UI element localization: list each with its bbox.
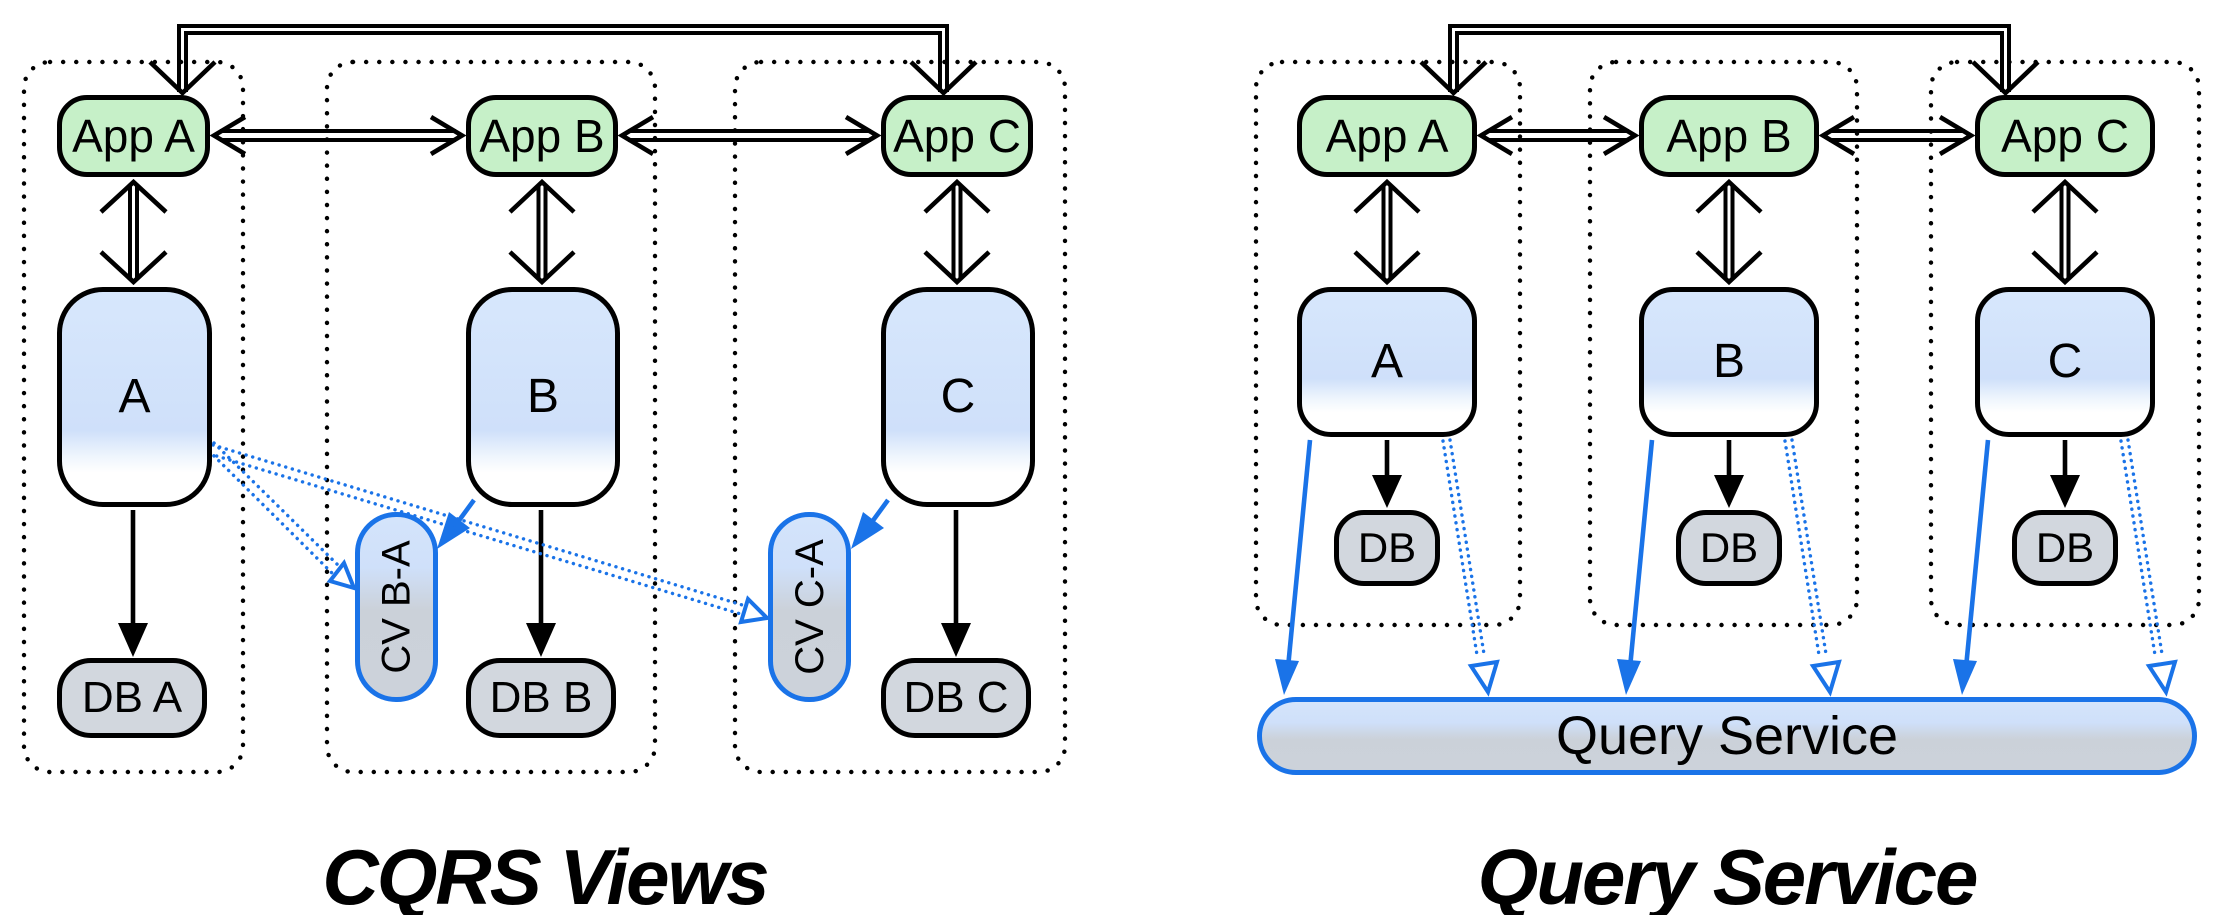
right-diagram-title: Query Service bbox=[1477, 833, 1979, 915]
right-group-a-dotted-border bbox=[1253, 59, 1523, 628]
left-app-c-service-c-arrow bbox=[923, 178, 991, 286]
change-view-b-a-label: CV B-A bbox=[374, 540, 419, 674]
right-service-a-db-arrow bbox=[1372, 440, 1402, 508]
right-service-c-node: C bbox=[1975, 287, 2155, 437]
right-top-loop-arrow bbox=[1419, 24, 2040, 97]
left-db-c-node: DB C bbox=[881, 658, 1031, 738]
right-service-a-query-dotted-arrow bbox=[1441, 438, 1500, 697]
left-service-b-db-arrow bbox=[526, 510, 556, 657]
right-app-c-node: App C bbox=[1975, 95, 2155, 177]
left-diagram-title: CQRS Views bbox=[322, 833, 769, 915]
left-service-a-node: A bbox=[57, 287, 212, 507]
left-db-b-node: DB B bbox=[466, 658, 616, 738]
query-service-bar: Query Service bbox=[1257, 697, 2197, 775]
left-app-b-service-b-arrow bbox=[508, 178, 576, 286]
right-service-c-db-arrow bbox=[2050, 440, 2080, 508]
left-service-c-to-cv-arrow bbox=[851, 498, 890, 549]
right-group-c-dotted-border bbox=[1928, 59, 2202, 628]
left-group-c-dotted-border bbox=[732, 59, 1068, 775]
right-app-c-service-c-arrow bbox=[2031, 178, 2099, 286]
right-group-b-dotted-border bbox=[1587, 59, 1860, 628]
right-service-c-to-query-arrow bbox=[1953, 439, 1991, 695]
left-service-c-node: C bbox=[881, 287, 1035, 507]
left-change-view-c-a-node: CV C-A bbox=[768, 512, 851, 702]
right-app-b-node: App B bbox=[1639, 95, 1819, 177]
left-app-a-service-a-arrow bbox=[99, 178, 168, 286]
right-app-a-app-b-arrow bbox=[1476, 115, 1640, 156]
right-service-a-to-query-arrow bbox=[1275, 439, 1313, 695]
right-db-a-node: DB bbox=[1334, 510, 1440, 586]
right-service-a-node: A bbox=[1297, 287, 1477, 437]
left-service-c-db-arrow bbox=[941, 510, 971, 657]
left-db-a-node: DB A bbox=[57, 658, 207, 738]
right-app-a-node: App A bbox=[1297, 95, 1477, 177]
right-service-b-db-arrow bbox=[1714, 440, 1744, 508]
right-service-b-query-dotted-arrow bbox=[1783, 438, 1842, 697]
right-app-a-service-a-arrow bbox=[1353, 178, 1421, 286]
left-change-view-b-a-node: CV B-A bbox=[355, 512, 438, 702]
left-service-a-db-arrow bbox=[118, 510, 148, 657]
change-view-c-a-label: CV C-A bbox=[787, 539, 832, 675]
right-service-c-query-dotted-arrow bbox=[2119, 438, 2178, 697]
right-service-b-node: B bbox=[1639, 287, 1819, 437]
left-service-b-node: B bbox=[466, 287, 620, 507]
left-app-b-app-c-arrow bbox=[617, 115, 882, 156]
left-group-b-dotted-border bbox=[324, 59, 658, 775]
left-group-a-dotted-border bbox=[21, 59, 246, 775]
left-top-loop-arrow bbox=[148, 24, 978, 97]
left-app-a-node: App A bbox=[57, 95, 210, 177]
right-app-b-service-b-arrow bbox=[1695, 178, 1763, 286]
left-app-c-node: App C bbox=[881, 95, 1033, 177]
right-app-b-app-c-arrow bbox=[1818, 115, 1976, 156]
right-db-b-node: DB bbox=[1676, 510, 1782, 586]
left-service-b-to-cv-arrow bbox=[437, 498, 476, 549]
left-service-a-to-cv-c-a-dotted-arrow bbox=[208, 443, 772, 625]
left-app-a-app-b-arrow bbox=[209, 115, 467, 156]
left-app-b-node: App B bbox=[466, 95, 618, 177]
right-service-b-to-query-arrow bbox=[1617, 439, 1655, 695]
left-service-a-to-cv-b-a-dotted-arrow bbox=[207, 441, 358, 592]
right-db-c-node: DB bbox=[2012, 510, 2118, 586]
